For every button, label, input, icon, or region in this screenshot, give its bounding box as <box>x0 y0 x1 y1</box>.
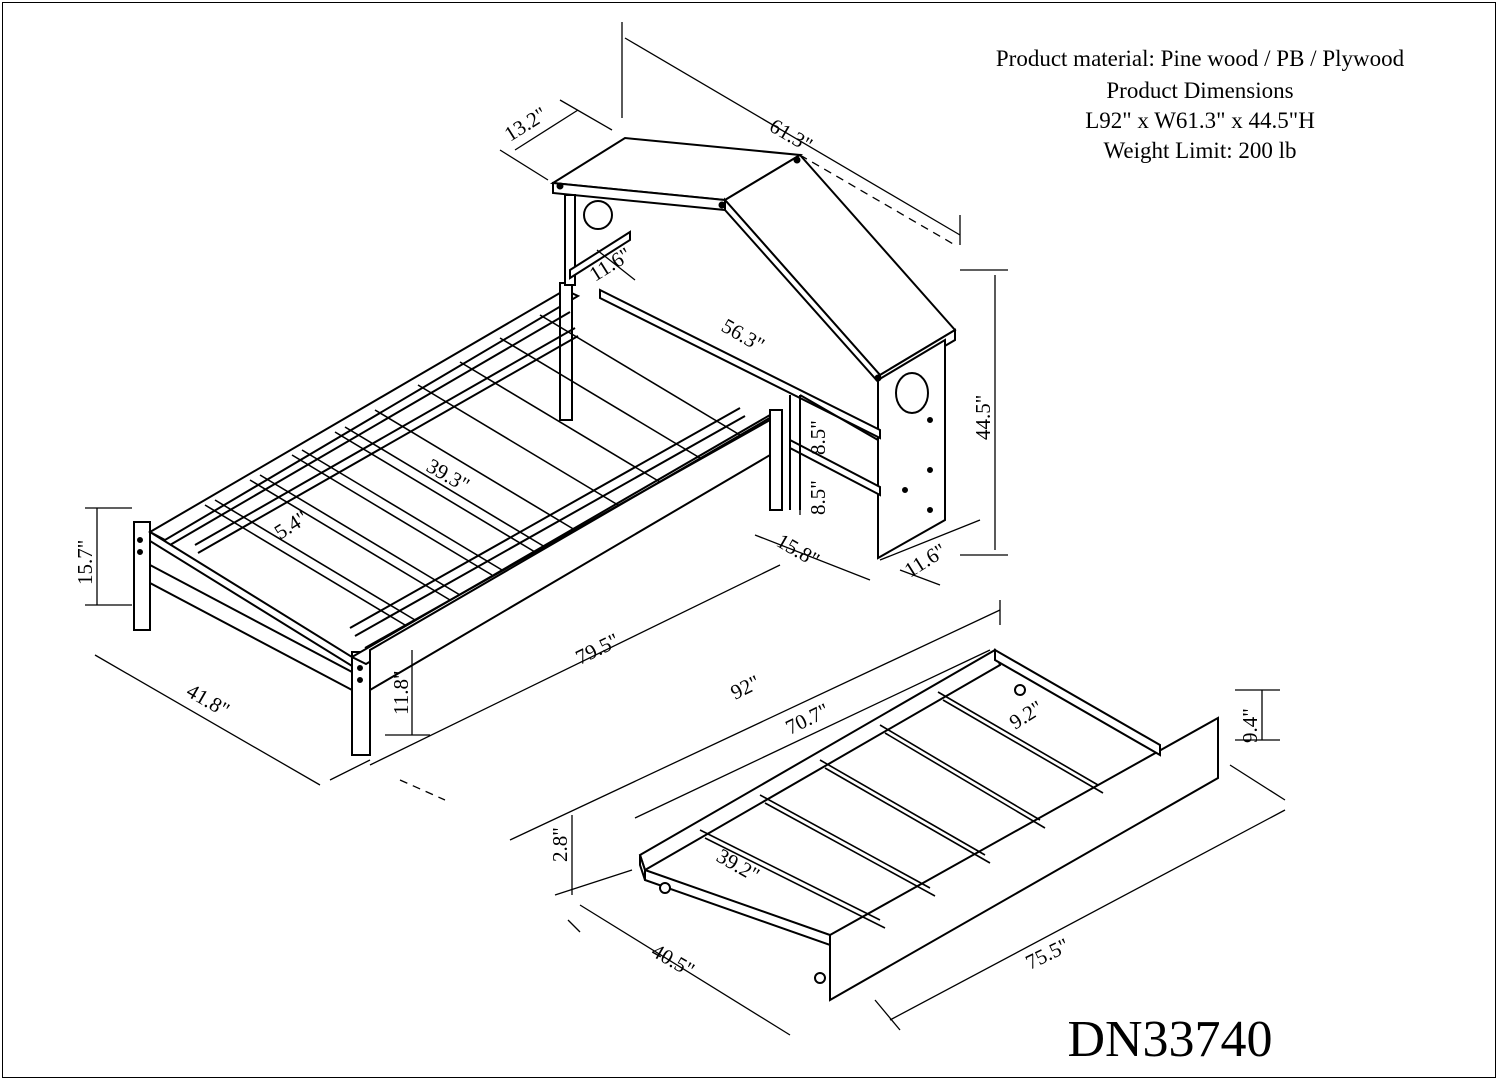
spec-dimensions: L92" x W61.3" x 44.5"H <box>1085 108 1315 133</box>
dim-trundle-width: 40.5" <box>648 939 699 982</box>
model-number: DN33740 <box>1067 1011 1273 1068</box>
dim-headboard-base-depth: 11.6" <box>900 538 950 582</box>
dim-footboard-height: 15.7" <box>73 540 97 585</box>
dim-lower-shelf-gap: 8.5" <box>806 480 830 515</box>
dim-mattress-length: 79.5" <box>572 628 623 669</box>
dimension-lines <box>85 22 1286 1036</box>
dim-roof-depth: 13.2" <box>500 102 551 146</box>
spec-material: Product material: Pine wood / PB / Plywo… <box>995 46 1405 71</box>
dim-headboard-width: 61.3" <box>766 114 817 157</box>
bed-slats <box>204 314 741 626</box>
dim-trundle-width-inner: 9.2" <box>1005 695 1047 734</box>
dim-trundle-height: 2.8" <box>548 827 572 862</box>
spec-dimensions-heading: Product Dimensions <box>1106 78 1294 103</box>
dim-trundle-overall-length: 75.5" <box>1022 933 1073 974</box>
trundle <box>638 648 1219 1002</box>
spec-weight-limit: Weight Limit: 200 lb <box>1103 138 1297 163</box>
house-headboard <box>549 136 957 560</box>
dim-mattress-width: 39.3" <box>423 454 474 497</box>
dim-upper-shelf-gap: 8.5" <box>806 420 830 455</box>
trundle-slats <box>699 691 1104 929</box>
dim-shelf-length: 56.3" <box>718 314 769 357</box>
bed-frame <box>133 282 784 756</box>
dim-trundle-mattress-width: 39.2" <box>713 844 764 887</box>
dim-trundle-front-height: 9.4" <box>1238 708 1262 743</box>
dim-trundle-length: 70.7" <box>782 698 833 739</box>
dim-overall-length: 92" <box>727 670 764 705</box>
dim-overall-height: 44.5" <box>971 395 995 440</box>
dim-side-rail-height: 11.8" <box>389 670 413 715</box>
dim-bed-width: 41.8" <box>183 679 234 722</box>
dim-slat-spacing: 5.4" <box>270 505 312 544</box>
